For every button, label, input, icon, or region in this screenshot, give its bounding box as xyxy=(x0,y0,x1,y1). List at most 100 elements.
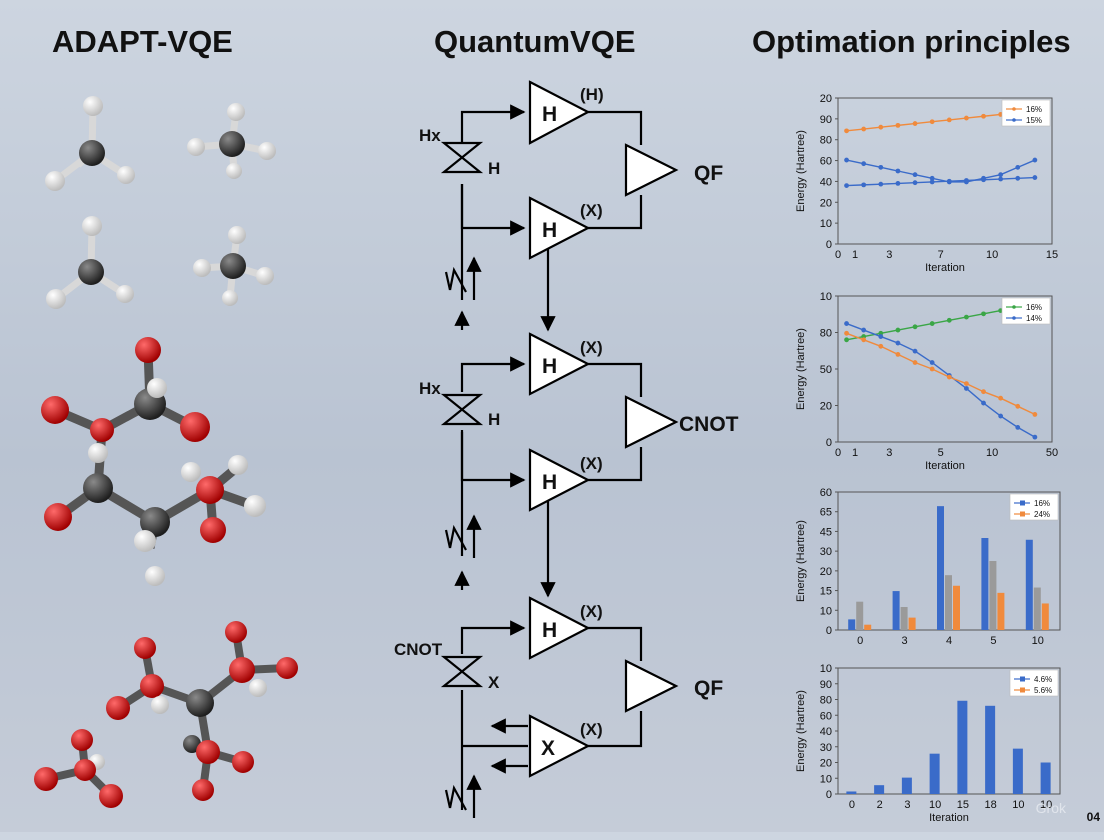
x-tick-label: 0 xyxy=(849,799,855,811)
data-point xyxy=(895,168,901,174)
data-point xyxy=(861,337,867,343)
data-point xyxy=(878,164,884,170)
y-tick-label: 40 xyxy=(820,726,832,738)
legend-box xyxy=(1009,669,1059,697)
gate-tag: (X) xyxy=(580,201,603,220)
data-point xyxy=(912,360,918,365)
legend-label: 5.6% xyxy=(1034,686,1052,695)
gate-tag: (X) xyxy=(580,338,603,357)
data-point xyxy=(946,374,952,380)
data-point xyxy=(929,366,935,372)
data-point xyxy=(861,161,867,167)
data-point xyxy=(844,157,849,163)
y-tick-label: 40 xyxy=(820,176,832,188)
bar xyxy=(1041,603,1049,630)
data-point xyxy=(981,177,986,183)
x-tick-label: 7 xyxy=(938,249,944,261)
data-point xyxy=(861,182,867,188)
bar xyxy=(856,601,864,630)
legend-marker xyxy=(1020,676,1025,682)
bowtie-label: H xyxy=(488,159,500,178)
y-tick-label: 90 xyxy=(820,679,832,691)
y-tick-label: 30 xyxy=(820,546,832,558)
data-point xyxy=(895,340,901,346)
data-point xyxy=(998,172,1004,178)
y-tick-label: 60 xyxy=(820,156,832,168)
data-point xyxy=(981,113,986,119)
legend-label: 15% xyxy=(1026,116,1042,125)
x-tick-label: 50 xyxy=(1046,447,1058,459)
gate-label: H xyxy=(542,619,557,642)
plot-frame xyxy=(837,97,1053,245)
x-tick-label: 15 xyxy=(957,799,969,811)
y-tick-label: 50 xyxy=(820,364,832,376)
series-line xyxy=(846,159,1036,183)
bar xyxy=(848,619,856,630)
data-point xyxy=(912,348,918,354)
y-tick-label: 30 xyxy=(820,742,832,754)
bowtie-label: X xyxy=(488,673,500,692)
data-point xyxy=(929,119,935,125)
bar xyxy=(901,777,912,794)
x-tick-label: 5 xyxy=(990,635,996,647)
bar xyxy=(1040,762,1051,794)
data-point xyxy=(861,126,867,132)
legend-box xyxy=(1009,493,1059,521)
x-tick-label: 10 xyxy=(1032,635,1044,647)
data-point xyxy=(844,183,849,188)
x-tick-label: 4 xyxy=(946,635,952,647)
legend-label: 14% xyxy=(1026,314,1042,323)
y-tick-label: 20 xyxy=(820,93,832,105)
y-tick-label: 0 xyxy=(826,625,832,637)
gate-triangle xyxy=(528,448,591,512)
data-point xyxy=(1015,164,1021,170)
x-tick-label: 10 xyxy=(1040,799,1052,811)
x-tick-label: 2 xyxy=(877,799,883,811)
output-triangle xyxy=(624,659,679,713)
legend-marker xyxy=(1012,305,1016,309)
series-line xyxy=(846,176,1035,187)
legend: 4.6% 5.6% xyxy=(1009,669,1059,697)
data-point xyxy=(1032,434,1038,440)
series-line xyxy=(846,332,1036,416)
x-tick-label: 0 xyxy=(857,635,863,647)
organic-molecule-1 xyxy=(41,337,266,586)
bar xyxy=(945,575,952,630)
data-point xyxy=(964,314,969,320)
y-axis-label: Energy (Hartree) xyxy=(795,690,807,772)
legend-label: 4.6% xyxy=(1034,675,1052,684)
x-tick-label: 5 xyxy=(938,447,944,459)
output-label: QF xyxy=(694,162,723,185)
data-point xyxy=(929,321,935,326)
data-point xyxy=(946,178,952,184)
data-point xyxy=(946,117,952,123)
data-point xyxy=(964,381,969,386)
data-point xyxy=(844,337,849,343)
legend-box xyxy=(1001,99,1051,127)
data-point xyxy=(912,172,918,178)
adapt-vqe-title: ADAPT-VQE xyxy=(52,24,233,59)
bar xyxy=(1012,748,1023,794)
data-point xyxy=(946,317,952,323)
gate-tag: (X) xyxy=(580,602,603,621)
y-tick-label: 80 xyxy=(820,328,832,340)
x-tick-label: 0 xyxy=(835,447,841,459)
x-axis-label: Iteration xyxy=(929,812,969,824)
data-point xyxy=(1032,412,1038,417)
x-tick-label: 3 xyxy=(886,249,892,261)
data-point xyxy=(861,327,867,333)
y-axis-label: Energy (Hartree) xyxy=(795,328,807,410)
data-point xyxy=(981,389,986,395)
x-tick-label: 3 xyxy=(902,635,908,647)
x-tick-label: 10 xyxy=(929,799,941,811)
bar xyxy=(989,561,997,630)
data-point xyxy=(981,400,986,406)
x-tick-label: 3 xyxy=(904,799,910,811)
y-tick-label: 80 xyxy=(820,135,832,147)
legend: 16%24% xyxy=(1009,493,1059,521)
gate-triangle xyxy=(528,714,591,778)
